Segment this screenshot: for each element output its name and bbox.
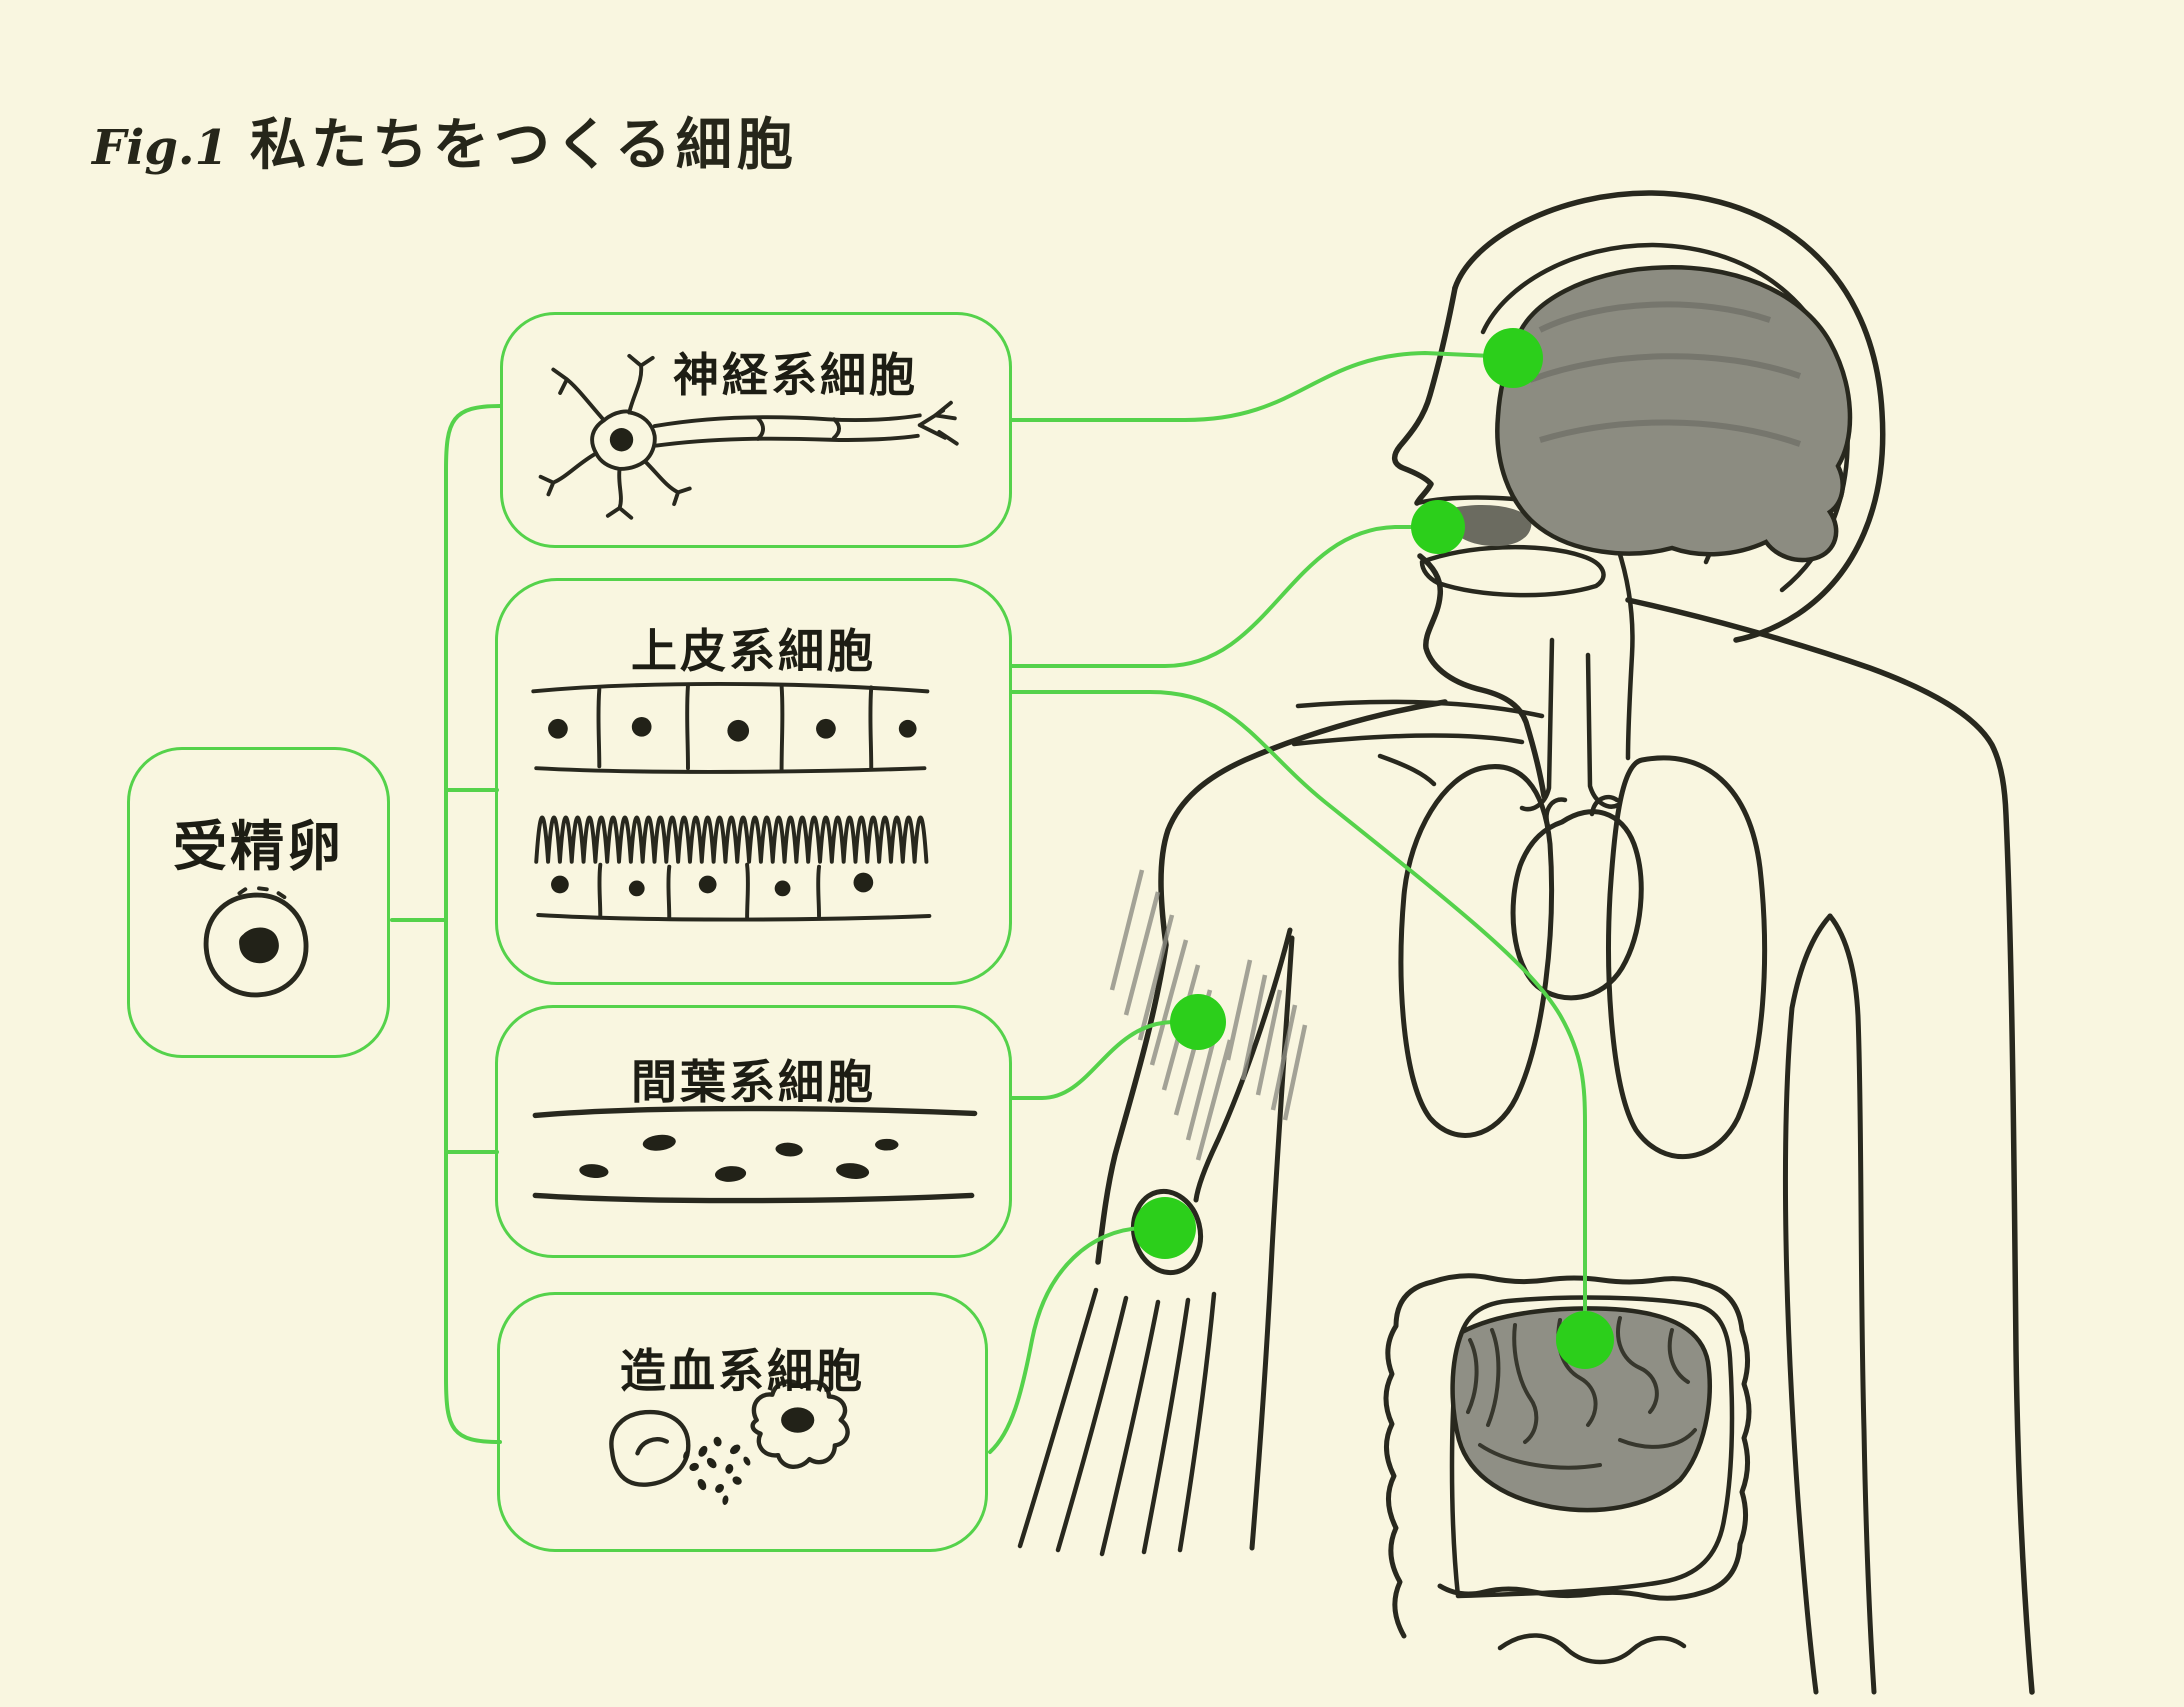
- intestine-marker: [1556, 1311, 1614, 1369]
- human-body-drawing: [1017, 190, 2035, 1695]
- fertilized-egg-drawing: [203, 886, 309, 998]
- heart: [1510, 809, 1644, 1001]
- elbow-bone: [1130, 1188, 1204, 1276]
- epithelial-cells-label: 上皮系細胞: [631, 624, 876, 678]
- neural-cells-label: 神経系細胞: [673, 348, 918, 402]
- neuron-drawing: [538, 353, 959, 520]
- right-lung: [1606, 755, 1768, 1160]
- connector-epithelial-to-mouth: [1010, 525, 1422, 668]
- box-fertilized-egg: 受精卵: [127, 747, 390, 1058]
- elbow-marker: [1134, 1197, 1196, 1259]
- platelets: [683, 1436, 751, 1505]
- muscle-tissue-drawing: [532, 1105, 978, 1204]
- epithelium-drawing: [531, 681, 932, 922]
- figure-title-row: Fig.1 私たちをつくる細胞: [92, 100, 798, 181]
- mouth-shading: [1451, 505, 1532, 547]
- brain-shading: [1495, 265, 1853, 563]
- arm-muscle-marker: [1170, 994, 1226, 1050]
- body-markers: [1134, 328, 1614, 1369]
- box-epithelial-cells: 上皮系細胞: [495, 578, 1012, 985]
- figure-title: 私たちをつくる細胞: [249, 113, 798, 178]
- connector-neural-to-brain: [1010, 350, 1494, 422]
- connectors: [390, 350, 1587, 1454]
- mouth-marker: [1411, 500, 1465, 554]
- fertilized-egg-label: 受精卵: [173, 814, 344, 878]
- brain-marker: [1483, 328, 1543, 388]
- left-lung: [1398, 764, 1555, 1138]
- small-intestine-coils: [1466, 1316, 1697, 1470]
- box-neural-cells: 神経系細胞: [500, 312, 1012, 548]
- mesenchymal-cells-label: 間葉系細胞: [631, 1055, 876, 1109]
- large-intestine: [1383, 1273, 1752, 1639]
- box-hematopoietic-cells: 造血系細胞: [497, 1292, 988, 1552]
- connector-mesenchymal-to-arm: [1010, 1020, 1174, 1100]
- box-mesenchymal-cells: 間葉系細胞: [495, 1005, 1012, 1258]
- hematopoietic-cells-label: 造血系細胞: [620, 1344, 865, 1398]
- connector-epithelial-to-intestine: [1010, 690, 1587, 1322]
- connector-hematopoietic-to-elbow: [988, 1226, 1144, 1454]
- connector-trunk: [444, 404, 502, 1444]
- figure-number: Fig.1: [92, 120, 228, 176]
- blood-cells-drawing: [609, 1379, 850, 1505]
